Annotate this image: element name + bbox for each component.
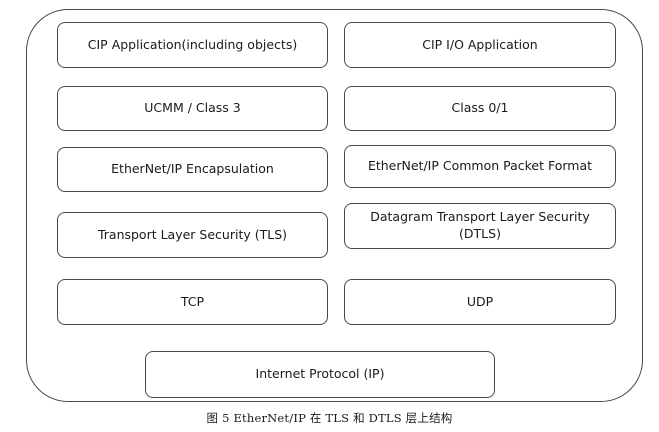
udp-layer: UDP [344, 279, 616, 325]
cip-io-application-layer: CIP I/O Application [344, 22, 616, 68]
cip-application-layer: CIP Application(including objects) [57, 22, 328, 68]
ip-layer: Internet Protocol (IP) [145, 351, 495, 398]
tcp-layer: TCP [57, 279, 328, 325]
ucmm-class3-layer: UCMM / Class 3 [57, 86, 328, 131]
dtls-layer: Datagram Transport Layer Security (DTLS) [344, 203, 616, 249]
tls-layer: Transport Layer Security (TLS) [57, 212, 328, 258]
ethernetip-common-packet-format-layer: EtherNet/IP Common Packet Format [344, 145, 616, 188]
figure-caption: 图 5 EtherNet/IP 在 TLS 和 DTLS 层上结构 [206, 411, 453, 425]
ethernetip-encapsulation-layer: EtherNet/IP Encapsulation [57, 147, 328, 192]
class01-layer: Class 0/1 [344, 86, 616, 131]
